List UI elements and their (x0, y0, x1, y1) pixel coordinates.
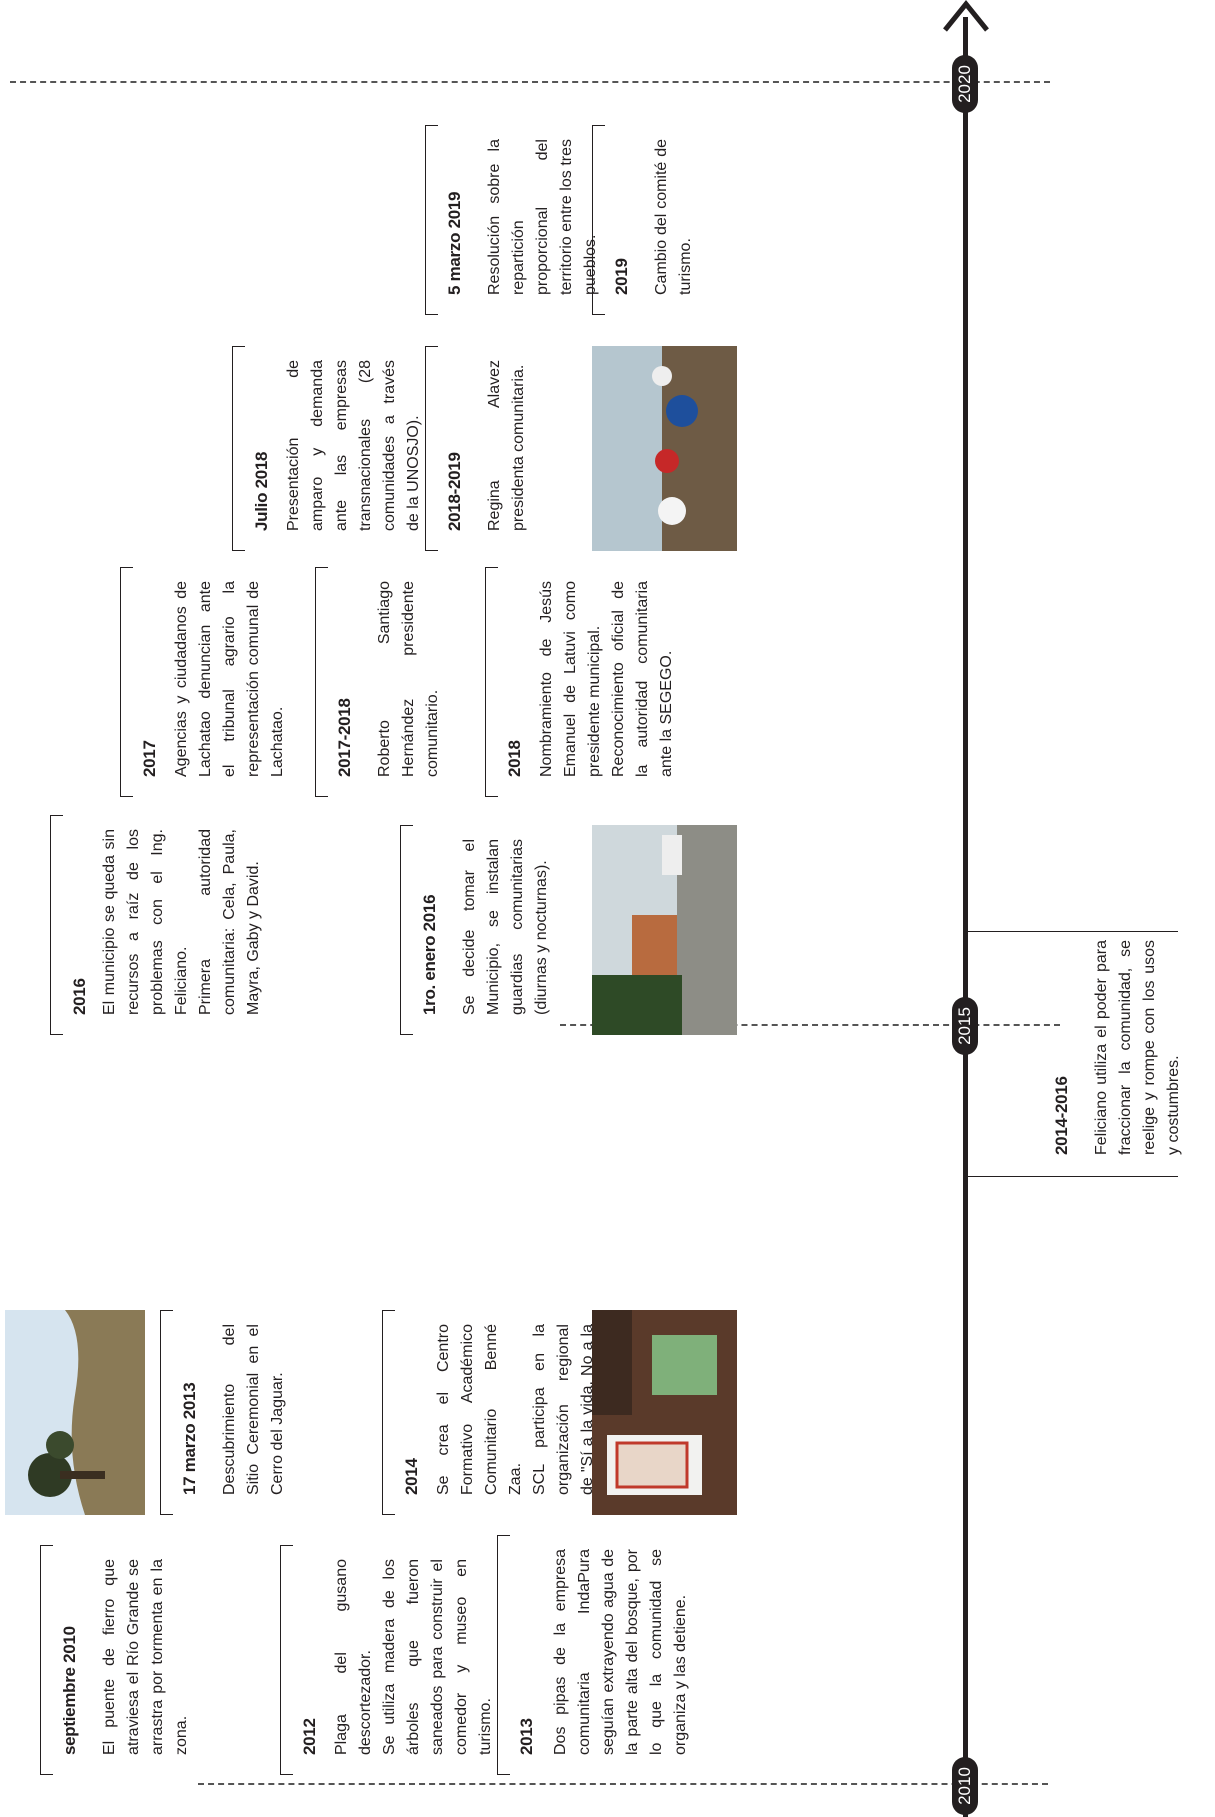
event-bracket (400, 825, 413, 1035)
year-line-2010 (198, 1783, 1048, 1785)
event-date: 2019 (612, 258, 631, 295)
event-date: 2014-2016 (1052, 1076, 1071, 1155)
year-label-2015: 2015 (952, 997, 978, 1055)
event-date: 2013 (517, 1718, 536, 1755)
year-label-2020: 2020 (952, 55, 978, 113)
landscape-image (5, 1310, 145, 1515)
arrow-head-icon (943, 0, 989, 32)
event-date: 2018 (505, 740, 524, 777)
event-text: Resolución sobre la repartición proporci… (486, 139, 599, 295)
event-bracket (40, 1545, 53, 1775)
event-17-marzo-2013: 17 marzo 2013 Descubrimiento del Sitio C… (160, 1310, 305, 1515)
event-bracket (280, 1545, 293, 1775)
event-bracket (120, 567, 133, 797)
event-julio-2018: Julio 2018 Presentación de amparo y dema… (232, 346, 422, 551)
event-1ro-enero-2016: 1ro. enero 2016 Se decide tomar el Munic… (400, 825, 575, 1035)
event-date: 2017 (140, 740, 159, 777)
gathering-photo (592, 346, 737, 551)
event-bracket (485, 567, 498, 797)
span-left-2014-2016 (968, 1176, 1178, 1177)
event-text: Cambio del comité de turismo. (653, 139, 694, 295)
year-line-2020 (10, 81, 1050, 83)
timeline-axis (963, 17, 968, 1817)
street-photo (592, 825, 737, 1035)
event-date: 2017-2018 (335, 698, 354, 777)
event-bracket (232, 346, 245, 551)
event-2016: 2016 El municipio se queda sin recursos … (50, 815, 262, 1035)
event-date: 1ro. enero 2016 (420, 894, 439, 1015)
event-bracket (497, 1535, 510, 1775)
event-text: Feliciano utiliza el poder para fraccion… (1093, 940, 1182, 1155)
event-bracket (425, 125, 438, 315)
event-2018-2019: 2018-2019 Regina Alavez presidenta comun… (425, 346, 575, 551)
event-bracket (50, 815, 63, 1035)
event-2014-2016: 2014-2016 Feliciano utiliza el poder par… (1040, 940, 1215, 1165)
event-text: Dos pipas de la empresa comunitaria Inda… (552, 1549, 689, 1755)
event-5-marzo-2019: 5 marzo 2019 Resolución sobre la reparti… (425, 125, 599, 315)
event-text: Agencias y ciudadanos de Lachatao denunc… (173, 581, 286, 777)
event-bracket (592, 125, 605, 315)
event-bracket (382, 1310, 395, 1515)
event-text: Se decide tomar el Municipio, se instala… (461, 839, 550, 1015)
event-date: 2016 (70, 978, 89, 1015)
event-2012: 2012 Plaga del gusano descortezador. Se … (280, 1545, 494, 1775)
event-bracket (425, 346, 438, 551)
span-right-2014-2016 (968, 931, 1178, 932)
gathering-image (592, 346, 737, 551)
event-date: septiembre 2010 (60, 1626, 79, 1755)
classroom-image (592, 1310, 737, 1515)
event-bracket (160, 1310, 173, 1515)
event-date: 17 marzo 2013 (180, 1382, 199, 1495)
event-text: Plaga del gusano descortezador. Se utili… (333, 1559, 494, 1755)
event-text: Roberto Santiago Hernández presidente co… (376, 581, 441, 777)
event-2019: 2019 Cambio del comité de turismo. (592, 125, 737, 315)
year-label-2010: 2010 (952, 1757, 978, 1815)
event-text: Nombramiento de Jesús Emanuel de Latuvi … (538, 581, 675, 777)
event-2018: 2018 Nombramiento de Jesús Emanuel de La… (485, 567, 685, 797)
street-image (592, 825, 737, 1035)
event-text: Regina Alavez presidenta comunitaria. (486, 360, 527, 531)
event-bracket (315, 567, 328, 797)
event-text: El municipio se queda sin recursos a raí… (101, 829, 262, 1015)
event-date: 2014 (402, 1458, 421, 1495)
event-septiembre-2010: septiembre 2010 El puente de fierro que … (40, 1545, 210, 1775)
event-text: El puente de fierro que atraviesa el Río… (101, 1559, 190, 1755)
event-date: 5 marzo 2019 (445, 191, 464, 295)
event-2017: 2017 Agencias y ciudadanos de Lachatao d… (120, 567, 295, 797)
event-text: Presentación de amparo y demanda ante la… (285, 360, 422, 531)
event-text: Descubrimiento del Sitio Ceremonial en e… (221, 1324, 286, 1495)
event-date: 2018-2019 (445, 452, 464, 531)
event-date: 2012 (300, 1718, 319, 1755)
event-2013: 2013 Dos pipas de la empresa comunitaria… (497, 1535, 697, 1775)
classroom-photo (592, 1310, 737, 1515)
event-2014: 2014 Se crea el Centro Formativo Académi… (382, 1310, 620, 1515)
event-2017-2018: 2017-2018 Roberto Santiago Hernández pre… (315, 567, 465, 797)
event-date: Julio 2018 (252, 451, 271, 531)
landscape-photo (5, 1310, 145, 1515)
